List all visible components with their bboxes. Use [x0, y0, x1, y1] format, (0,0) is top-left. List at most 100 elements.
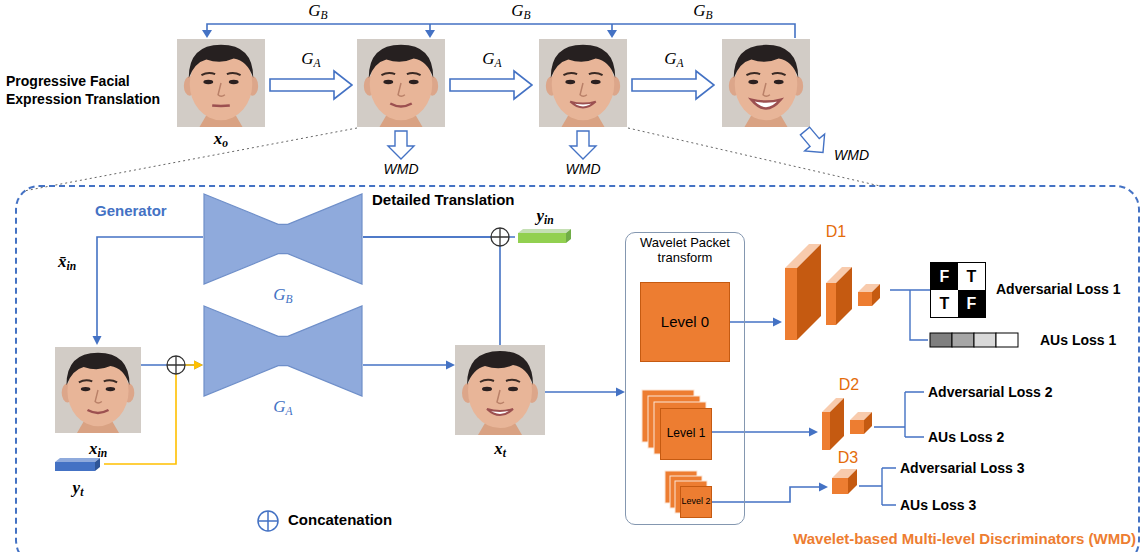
diagram-title: Progressive Facial Expression Translatio… — [6, 72, 174, 108]
connector-line — [890, 289, 930, 291]
connector-line — [363, 364, 447, 366]
vector-bar — [518, 229, 571, 233]
arrow-head — [773, 318, 782, 327]
connector-line — [545, 391, 617, 393]
arrow-head — [194, 361, 203, 370]
connector-line — [363, 237, 500, 345]
connector — [712, 483, 828, 503]
generator-shape — [203, 305, 363, 397]
output-line — [859, 468, 896, 505]
vector-bar — [55, 458, 100, 462]
discriminator: D2 — [818, 375, 880, 455]
discriminator-name: D2 — [839, 375, 859, 394]
patch-cell: T — [958, 263, 985, 290]
discriminator: D3 — [828, 448, 868, 498]
output-line — [874, 392, 924, 437]
loss-label: AUs Loss 1 — [1040, 332, 1116, 349]
connector — [890, 290, 930, 291]
au-bar — [930, 333, 1018, 347]
vector-bar — [95, 458, 100, 471]
concat-symbol — [167, 356, 185, 374]
face-photo — [455, 345, 545, 435]
zoom-line — [24, 128, 357, 191]
generator-block: GA — [203, 305, 363, 417]
face-photo — [177, 39, 265, 127]
face-photo — [55, 347, 141, 433]
generator-symbol: GA — [482, 49, 501, 69]
patch-cell: F — [931, 263, 958, 290]
section-label: Wavelet-based Multi-level Discriminators… — [793, 530, 1136, 548]
legend-text: Concatenation — [288, 511, 392, 529]
generator-symbol: GB — [308, 1, 327, 21]
loss-label: Adversarial Loss 2 — [928, 384, 1053, 401]
discriminator-layers — [832, 469, 857, 494]
hollow-arrow — [450, 71, 532, 99]
vector-bar — [566, 229, 571, 243]
hollow-arrow — [570, 131, 596, 159]
loss-label: Adversarial Loss 1 — [996, 281, 1121, 298]
discriminator-tag: WMD — [566, 161, 601, 178]
connector — [104, 361, 203, 465]
zoom-line — [628, 128, 880, 186]
input-face: xin — [55, 345, 141, 459]
hollow-arrow — [795, 123, 833, 161]
arrow-head — [93, 336, 102, 345]
generator-symbol: GB — [511, 1, 530, 21]
arrow-head — [607, 30, 617, 38]
concat-symbol — [491, 228, 509, 246]
output-line — [910, 290, 928, 340]
feedback-line — [207, 24, 795, 38]
image-symbol: xt — [494, 439, 506, 459]
loss-label: AUs Loss 2 — [928, 429, 1004, 446]
level-square: Level 0 — [640, 282, 730, 362]
generator-name: GB — [273, 285, 292, 305]
arrow-head — [425, 30, 435, 38]
face-photo — [539, 39, 627, 127]
section-label: Generator — [95, 202, 167, 220]
connector-line — [712, 487, 820, 502]
hollow-arrow — [388, 131, 414, 159]
level-name: Level 0 — [661, 314, 709, 331]
arrow-head — [809, 428, 818, 437]
level-square: Level 1 — [660, 408, 712, 460]
bowtie-outline — [204, 306, 362, 396]
generator-symbol: GA — [301, 49, 320, 69]
dashed-region: Detailed TranslationGBxinGAytyinxtWavele… — [15, 185, 1140, 552]
vector-bar — [518, 233, 566, 243]
edge-label: x̄in — [58, 252, 76, 272]
generator-block: GB — [203, 193, 363, 305]
connector — [545, 388, 625, 397]
discriminator-name: D1 — [826, 222, 846, 241]
face-photo — [722, 39, 810, 127]
bowtie-outline — [204, 194, 362, 284]
generator-name: GA — [273, 397, 292, 417]
discriminator-layers — [822, 398, 872, 450]
vector-symbol: yt — [73, 478, 84, 498]
generator-symbol: GB — [693, 1, 712, 21]
target-vector: yt — [52, 458, 104, 498]
discriminator-layers — [785, 244, 880, 340]
patch-grid: FTTF — [930, 262, 986, 318]
level-square: Level 2 — [680, 486, 712, 518]
connector-line — [97, 237, 203, 337]
arrow-head — [202, 30, 212, 38]
discriminator-tag: WMD — [384, 161, 419, 178]
loss-label: AUs Loss 3 — [900, 497, 976, 514]
wavelet-box: Wavelet Packet transformLevel 0Level 1Le… — [625, 232, 745, 525]
connector — [93, 237, 204, 345]
discriminator-name: D3 — [838, 448, 858, 467]
hollow-arrow — [270, 71, 352, 99]
connector-line — [712, 431, 810, 433]
patch-cell: F — [958, 290, 985, 317]
arrow-head — [446, 361, 455, 370]
face-photo — [357, 39, 445, 127]
loss-label: Adversarial Loss 3 — [900, 460, 1025, 477]
arrow-head — [616, 388, 625, 397]
vector-symbol: yin — [536, 206, 553, 226]
generator-shape — [203, 193, 363, 285]
connector — [363, 237, 500, 345]
connector — [363, 361, 455, 370]
arrow-head — [819, 483, 828, 492]
hollow-arrow — [632, 71, 714, 99]
